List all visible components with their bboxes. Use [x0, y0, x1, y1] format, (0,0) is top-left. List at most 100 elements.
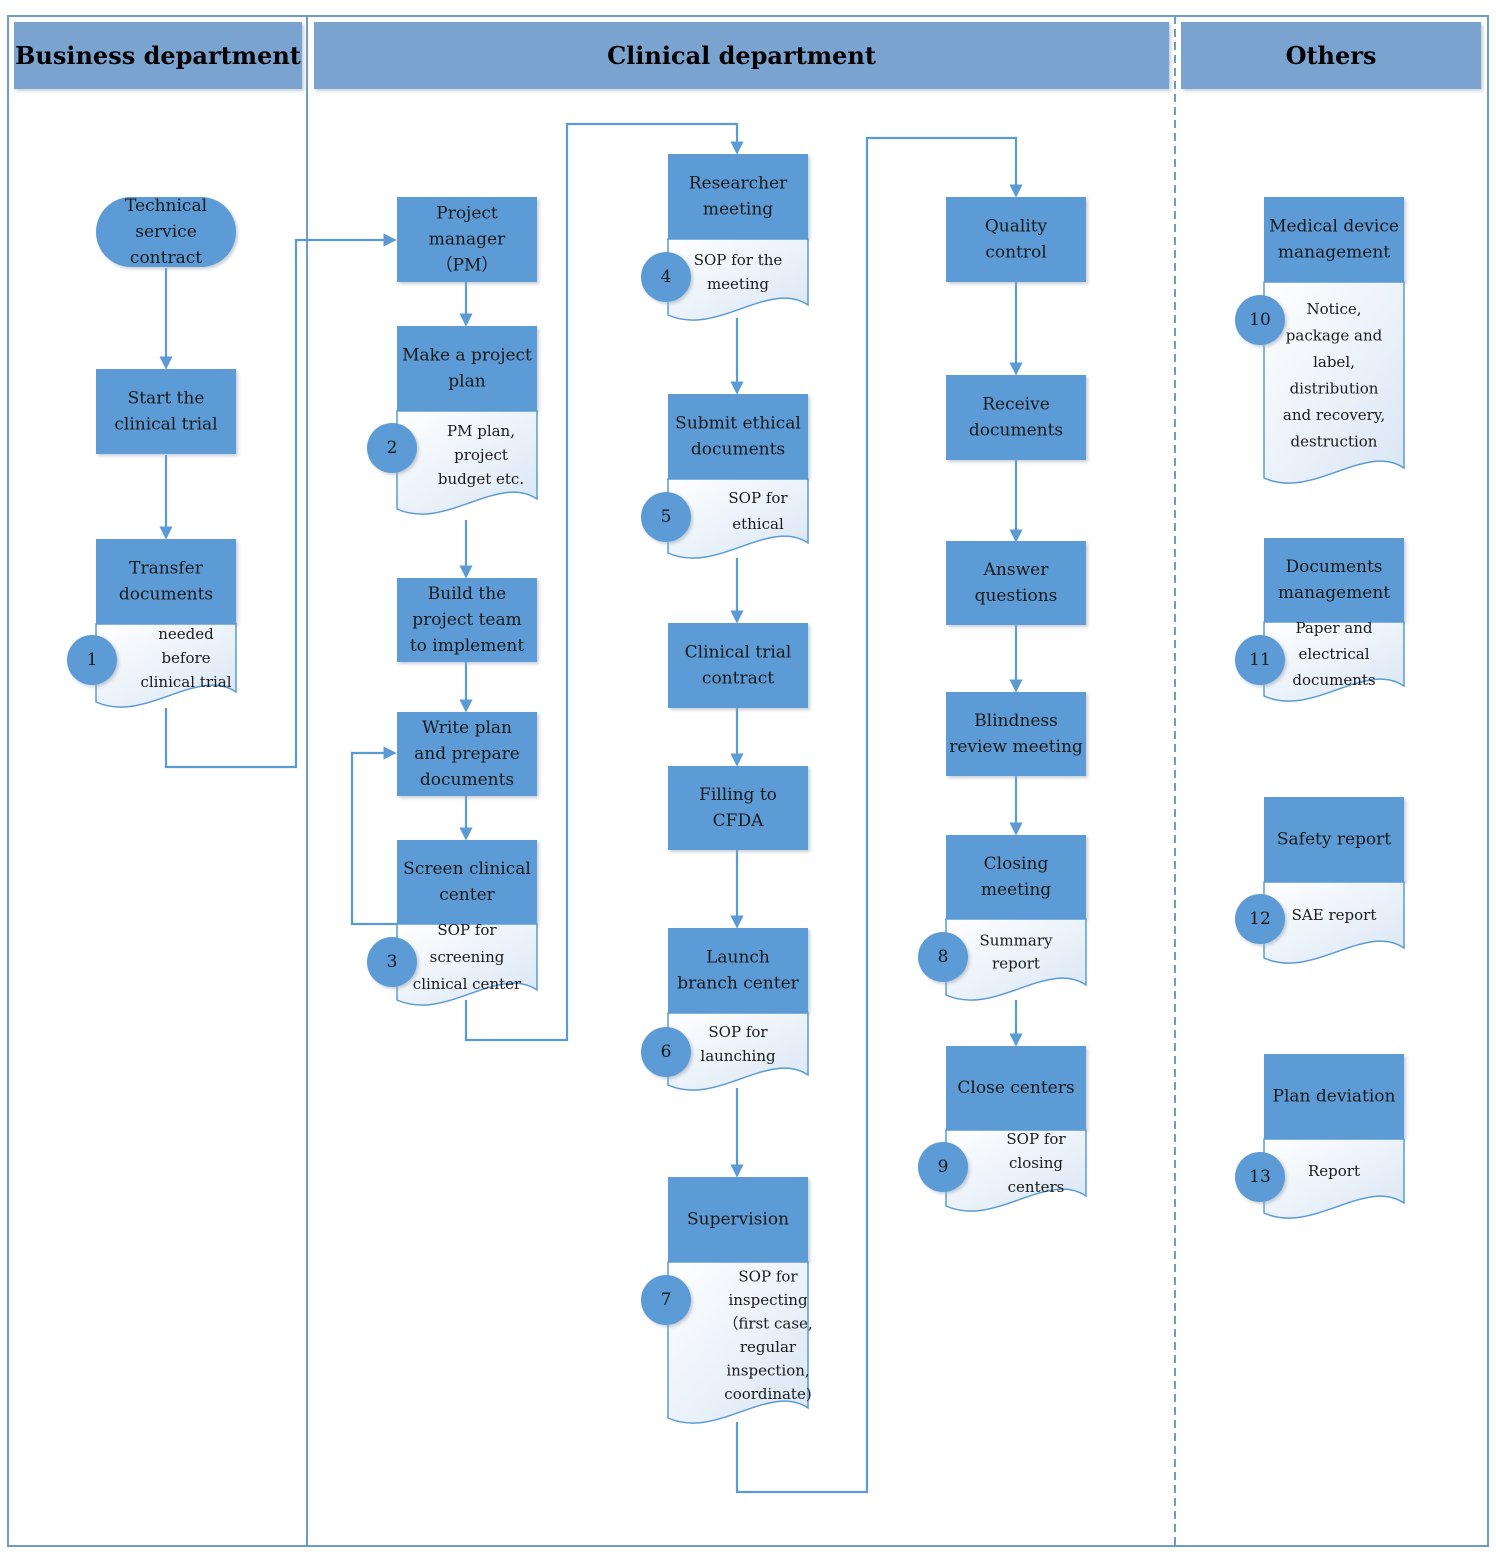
- step-box-answer-questions[interactable]: [946, 541, 1086, 625]
- step-label-answer-questions-line-2: questions: [975, 586, 1058, 606]
- step-label-screen-center-line-2: center: [439, 885, 495, 905]
- step-marker-1: 1: [67, 635, 117, 685]
- step-box-write-plan[interactable]: [397, 712, 537, 796]
- step-box-project-manager[interactable]: [397, 197, 537, 282]
- step-supervision[interactable]: Supervision: [668, 1177, 808, 1262]
- step-label-make-plan-line-2: plan: [448, 372, 485, 392]
- doc-label-launch-branch-note-line-2: launching: [700, 1047, 776, 1065]
- step-label-project-manager-line-1: Project: [436, 204, 498, 224]
- step-box-closing-meeting[interactable]: [946, 835, 1086, 919]
- doc-shape-submit-ethical-note: [667, 478, 809, 559]
- step-marker-circle: [641, 252, 691, 302]
- step-closing-meeting[interactable]: Closing meeting: [946, 835, 1086, 919]
- step-label-submit-ethical-line-1: Submit ethical: [675, 414, 801, 434]
- step-label-researcher-meeting-line-2: meeting: [703, 200, 773, 220]
- step-box-submit-ethical[interactable]: [668, 394, 808, 479]
- step-box-clinical-contract[interactable]: [668, 623, 808, 708]
- step-box-screen-center[interactable]: [397, 840, 537, 924]
- step-box-filling-cfda[interactable]: [668, 766, 808, 850]
- step-box-transfer-docs[interactable]: [96, 539, 236, 624]
- step-box-plan-deviation[interactable]: [1264, 1054, 1404, 1139]
- doc-label-close-centers-note-line-2: closing: [1009, 1154, 1063, 1172]
- step-marker-10: 10: [1235, 295, 1285, 345]
- step-label-project-manager-line-3: （PM）: [436, 256, 499, 276]
- step-marker-circle: [1235, 1152, 1285, 1202]
- step-label-closing-meeting-line-1: Closing: [984, 854, 1049, 874]
- doc-label-supervision-note-line-3: （first case,: [723, 1314, 812, 1332]
- step-marker-circle: [367, 423, 417, 473]
- step-label-write-plan-line-2: and prepare: [414, 744, 520, 764]
- step-label-technical-contract-line-1: Technical: [125, 196, 207, 216]
- step-plan-deviation[interactable]: Plan deviation: [1264, 1054, 1404, 1139]
- step-label-receive-docs-line-2: documents: [969, 421, 1063, 441]
- doc-label-make-plan-note-line-2: project: [454, 446, 508, 464]
- step-box-supervision[interactable]: [668, 1177, 808, 1262]
- step-box-researcher-meeting[interactable]: [668, 154, 808, 239]
- step-label-closing-meeting-line-2: meeting: [981, 880, 1051, 900]
- doc-label-transfer-docs-note-line-1: needed: [158, 625, 214, 643]
- step-marker-number: 12: [1249, 909, 1271, 929]
- arrow-screen-loop-to-write: [350, 746, 397, 926]
- step-box-close-centers[interactable]: [946, 1046, 1086, 1130]
- doc-label-make-plan-note-line-3: budget etc.: [438, 470, 524, 488]
- step-box-quality-control[interactable]: [946, 197, 1086, 282]
- step-label-technical-contract-line-2: service: [135, 222, 197, 242]
- doc-label-close-centers-note-line-3: centers: [1008, 1178, 1065, 1196]
- step-box-make-plan[interactable]: [397, 326, 537, 411]
- terminator-technical-contract[interactable]: [96, 197, 236, 267]
- step-close-centers[interactable]: Close centers: [946, 1046, 1086, 1130]
- step-box-blindness-review[interactable]: [946, 692, 1086, 776]
- step-marker-circle: [641, 1275, 691, 1325]
- doc-label-documents-mgmt-note-line-2: electrical: [1298, 645, 1369, 663]
- doc-shape-supervision-note: [667, 1261, 809, 1424]
- doc-label-medical-device-note-line-4: distribution: [1290, 379, 1379, 397]
- step-box-build-team[interactable]: [397, 578, 537, 662]
- step-label-project-manager-line-2: manager: [429, 230, 506, 250]
- lane-title-business: Business department: [15, 41, 301, 70]
- step-box-safety-report[interactable]: [1264, 797, 1404, 882]
- step-box-start-trial[interactable]: [96, 369, 236, 454]
- doc-label-closing-meeting-note-line-1: Summary: [980, 932, 1053, 950]
- step-marker-number: 4: [661, 267, 672, 287]
- doc-shape-transfer-docs-note: [95, 623, 237, 708]
- step-label-transfer-docs-line-1: Transfer: [129, 559, 204, 579]
- step-label-launch-branch-line-2: branch center: [677, 974, 799, 994]
- step-project-manager[interactable]: Project manager （PM）: [397, 197, 537, 282]
- diagram-frame: [7, 15, 1489, 1547]
- step-box-launch-branch[interactable]: [668, 928, 808, 1013]
- doc-label-screen-center-note-line-2: screening: [430, 948, 505, 966]
- step-box-documents-mgmt[interactable]: [1264, 538, 1404, 622]
- step-box-receive-docs[interactable]: [946, 375, 1086, 460]
- step-box-medical-device[interactable]: [1264, 197, 1404, 282]
- step-label-quality-control-line-2: control: [985, 243, 1046, 263]
- doc-label-submit-ethical-note-line-1: SOP for: [728, 489, 788, 507]
- step-marker-number: 9: [938, 1157, 949, 1177]
- lane-title-clinical: Clinical department: [607, 41, 876, 70]
- step-marker-number: 11: [1249, 650, 1271, 670]
- step-safety-report[interactable]: Safety report: [1264, 797, 1404, 882]
